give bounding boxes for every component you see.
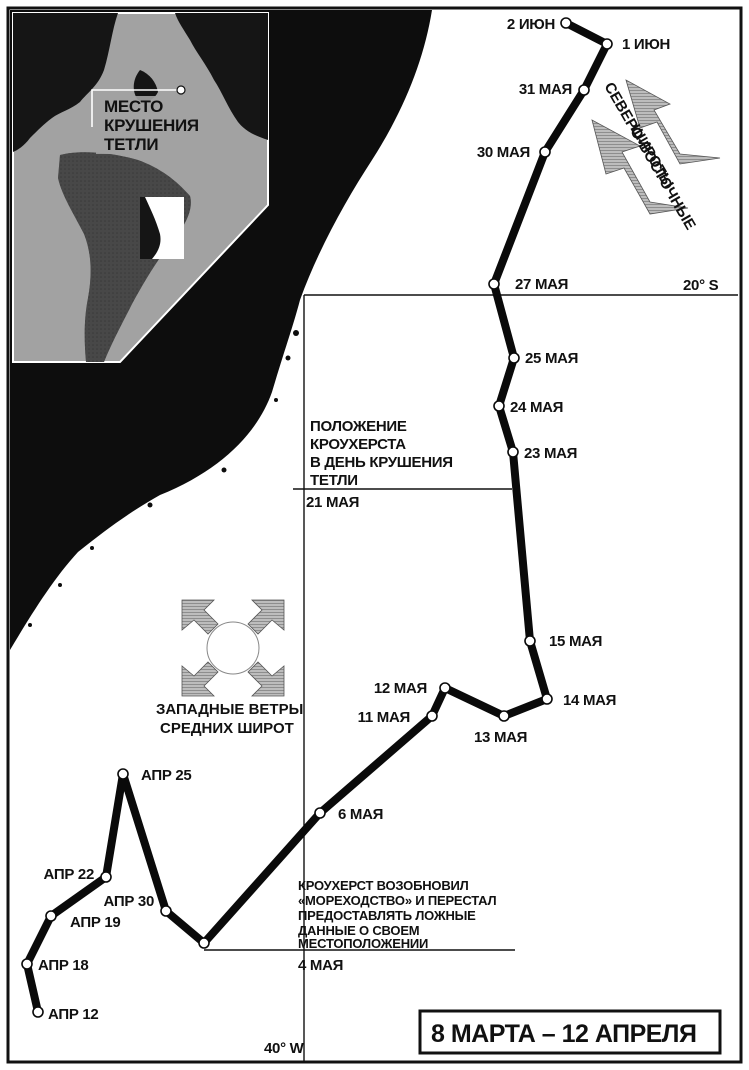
inset-crash-marker: [176, 85, 186, 95]
route-point-18: [488, 278, 500, 290]
route-point-10: [439, 682, 451, 694]
resume-note: КРОУХЕРСТ ВОЗОБНОВИЛ «МОРЕХОДСТВО» И ПЕР…: [298, 878, 497, 951]
resume-note-line-5: МЕСТОПОЛОЖЕНИИ: [298, 936, 428, 951]
route-point-15: [507, 446, 519, 458]
route-markers: [21, 17, 613, 1018]
westerlies-label-1: ЗАПАДНЫЕ ВЕТРЫ: [156, 701, 303, 718]
route-label-3: АПР 19: [70, 914, 120, 931]
inset-leader-line: [91, 89, 178, 127]
westerlies-compass: ЗАПАДНЫЕ ВЕТРЫ СРЕДНИХ ШИРОТ: [156, 599, 303, 737]
route-label-4: АПР 22: [44, 866, 94, 883]
route-point-20: [578, 84, 590, 96]
route-label-5: АПР 25: [141, 767, 191, 784]
route-label-2: АПР 18: [38, 957, 88, 974]
route-point-21: [601, 38, 613, 50]
inset-label-line-2: КРУШЕНИЯ: [104, 116, 199, 135]
resume-note-line-4: ДАННЫЕ О СВОЕМ: [298, 923, 419, 938]
route-point-17: [508, 352, 520, 364]
position-note-line-3: В ДЕНЬ КРУШЕНИЯ: [310, 454, 453, 471]
route-label-12: 14 МАЯ: [563, 692, 616, 709]
route-point-8: [314, 807, 326, 819]
route-point-9: [426, 710, 438, 722]
route-label-14: 21 МАЯ: [306, 494, 359, 511]
title-box: 8 МАРТА – 12 АПРЕЛЯ: [418, 1009, 722, 1055]
route-point-5: [117, 768, 129, 780]
route-point-4: [100, 871, 112, 883]
route-point-11: [498, 710, 510, 722]
route-point-3: [45, 910, 57, 922]
route-label-16: 24 МАЯ: [510, 399, 563, 416]
route-point-1: [32, 1006, 44, 1018]
inset-label-line-3: ТЕТЛИ: [104, 135, 158, 154]
westerlies-label-2: СРЕДНИХ ШИРОТ: [160, 720, 294, 737]
route-label-21: 1 ИЮН: [622, 36, 670, 53]
route-label-6: АПР 30: [104, 893, 154, 910]
latitude-label: 20° S: [683, 277, 719, 294]
route-label-13: 15 МАЯ: [549, 633, 602, 650]
route-point-2: [21, 958, 33, 970]
position-note-line-1: ПОЛОЖЕНИЕ: [310, 418, 407, 435]
resume-note-line-2: «МОРЕХОДСТВО» И ПЕРЕСТАЛ: [298, 893, 497, 908]
route-point-12: [541, 693, 553, 705]
route-point-6: [160, 905, 172, 917]
route-label-11: 13 МАЯ: [474, 729, 527, 746]
route-label-7: 4 МАЯ: [298, 957, 343, 974]
position-note-line-4: ТЕТЛИ: [310, 472, 358, 489]
route-label-18: 27 МАЯ: [515, 276, 568, 293]
route-label-22: 2 ИЮН: [507, 16, 555, 33]
resume-note-line-3: ПРЕДОСТАВЛЯТЬ ЛОЖНЫЕ: [298, 908, 476, 923]
route-point-19: [539, 146, 551, 158]
resume-note-line-1: КРОУХЕРСТ ВОЗОБНОВИЛ: [298, 878, 469, 893]
route-label-17: 25 МАЯ: [525, 350, 578, 367]
route-label-9: 11 МАЯ: [358, 709, 410, 726]
route-point-13: [524, 635, 536, 647]
route-label-19: 30 МАЯ: [477, 144, 530, 161]
position-note: ПОЛОЖЕНИЕ КРОУХЕРСТА В ДЕНЬ КРУШЕНИЯ ТЕТ…: [310, 418, 453, 489]
longitude-label: 40° W: [264, 1040, 305, 1057]
route-labels: АПР 12 АПР 18 АПР 19 АПР 22 АПР 25 АПР 30 4 МА…: [38, 16, 670, 1023]
route-label-20: 31 МАЯ: [519, 81, 572, 98]
coast-details: [28, 330, 299, 627]
route-label-1: АПР 12: [48, 1006, 98, 1023]
inset-map: МЕСТО КРУШЕНИЯ ТЕТЛИ: [12, 12, 269, 363]
map-title: 8 МАРТА – 12 АПРЕЛЯ: [431, 1020, 696, 1048]
route-point-7: [198, 937, 210, 949]
route-label-10: 12 МАЯ: [374, 680, 427, 697]
position-note-line-2: КРОУХЕРСТА: [310, 436, 406, 453]
route-label-15: 23 МАЯ: [524, 445, 577, 462]
route-label-8: 6 МАЯ: [338, 806, 383, 823]
inset-label-line-1: МЕСТО: [104, 97, 163, 116]
route-point-22: [560, 17, 572, 29]
route-point-16: [493, 400, 505, 412]
